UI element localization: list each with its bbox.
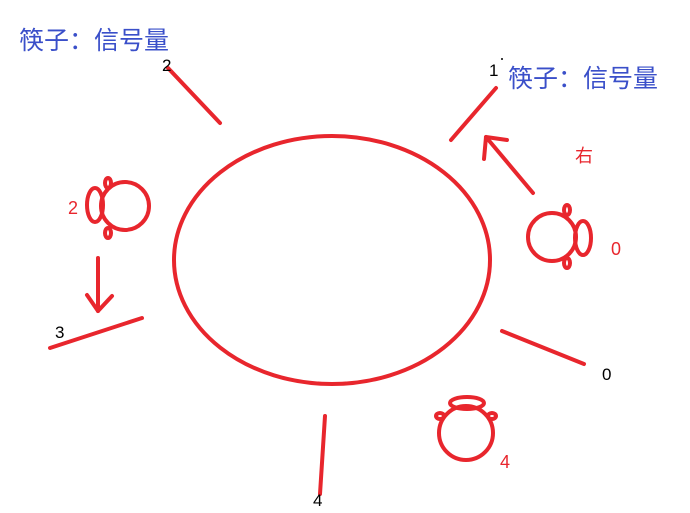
arrow-to-chopstick-3 [85,256,114,313]
chopstick-0-line [500,329,586,366]
philosopher-label-0: 0 [611,239,622,259]
direction-right-label: 右 [575,146,593,166]
philosopher-label-4: 4 [500,452,511,472]
philosopher-0 [526,203,593,270]
chopstick-label-0: 0 [602,365,612,384]
chopstick-3-line [48,316,144,350]
round-table [172,134,492,386]
chopstick-label-3: 3 [55,323,65,342]
chopstick-label-2: 2 [162,56,172,75]
philosopher-4 [434,395,498,462]
chopstick-label-4: 4 [313,491,323,510]
arrow-to-chopstick-1 [482,135,535,195]
philosopher-label-2: 2 [68,198,79,218]
philosopher-2 [85,176,151,240]
chopstick-semaphore-label-right: 筷子：信号量 [508,64,659,93]
chopstick-label-1: 1 [489,61,499,80]
chopstick-4-line [318,414,327,496]
chopstick-semaphore-label-left: 筷子：信号量 [19,26,170,55]
chopstick-1-line [449,86,498,142]
chopstick-2-line [166,66,222,125]
stray-dot [501,58,503,60]
